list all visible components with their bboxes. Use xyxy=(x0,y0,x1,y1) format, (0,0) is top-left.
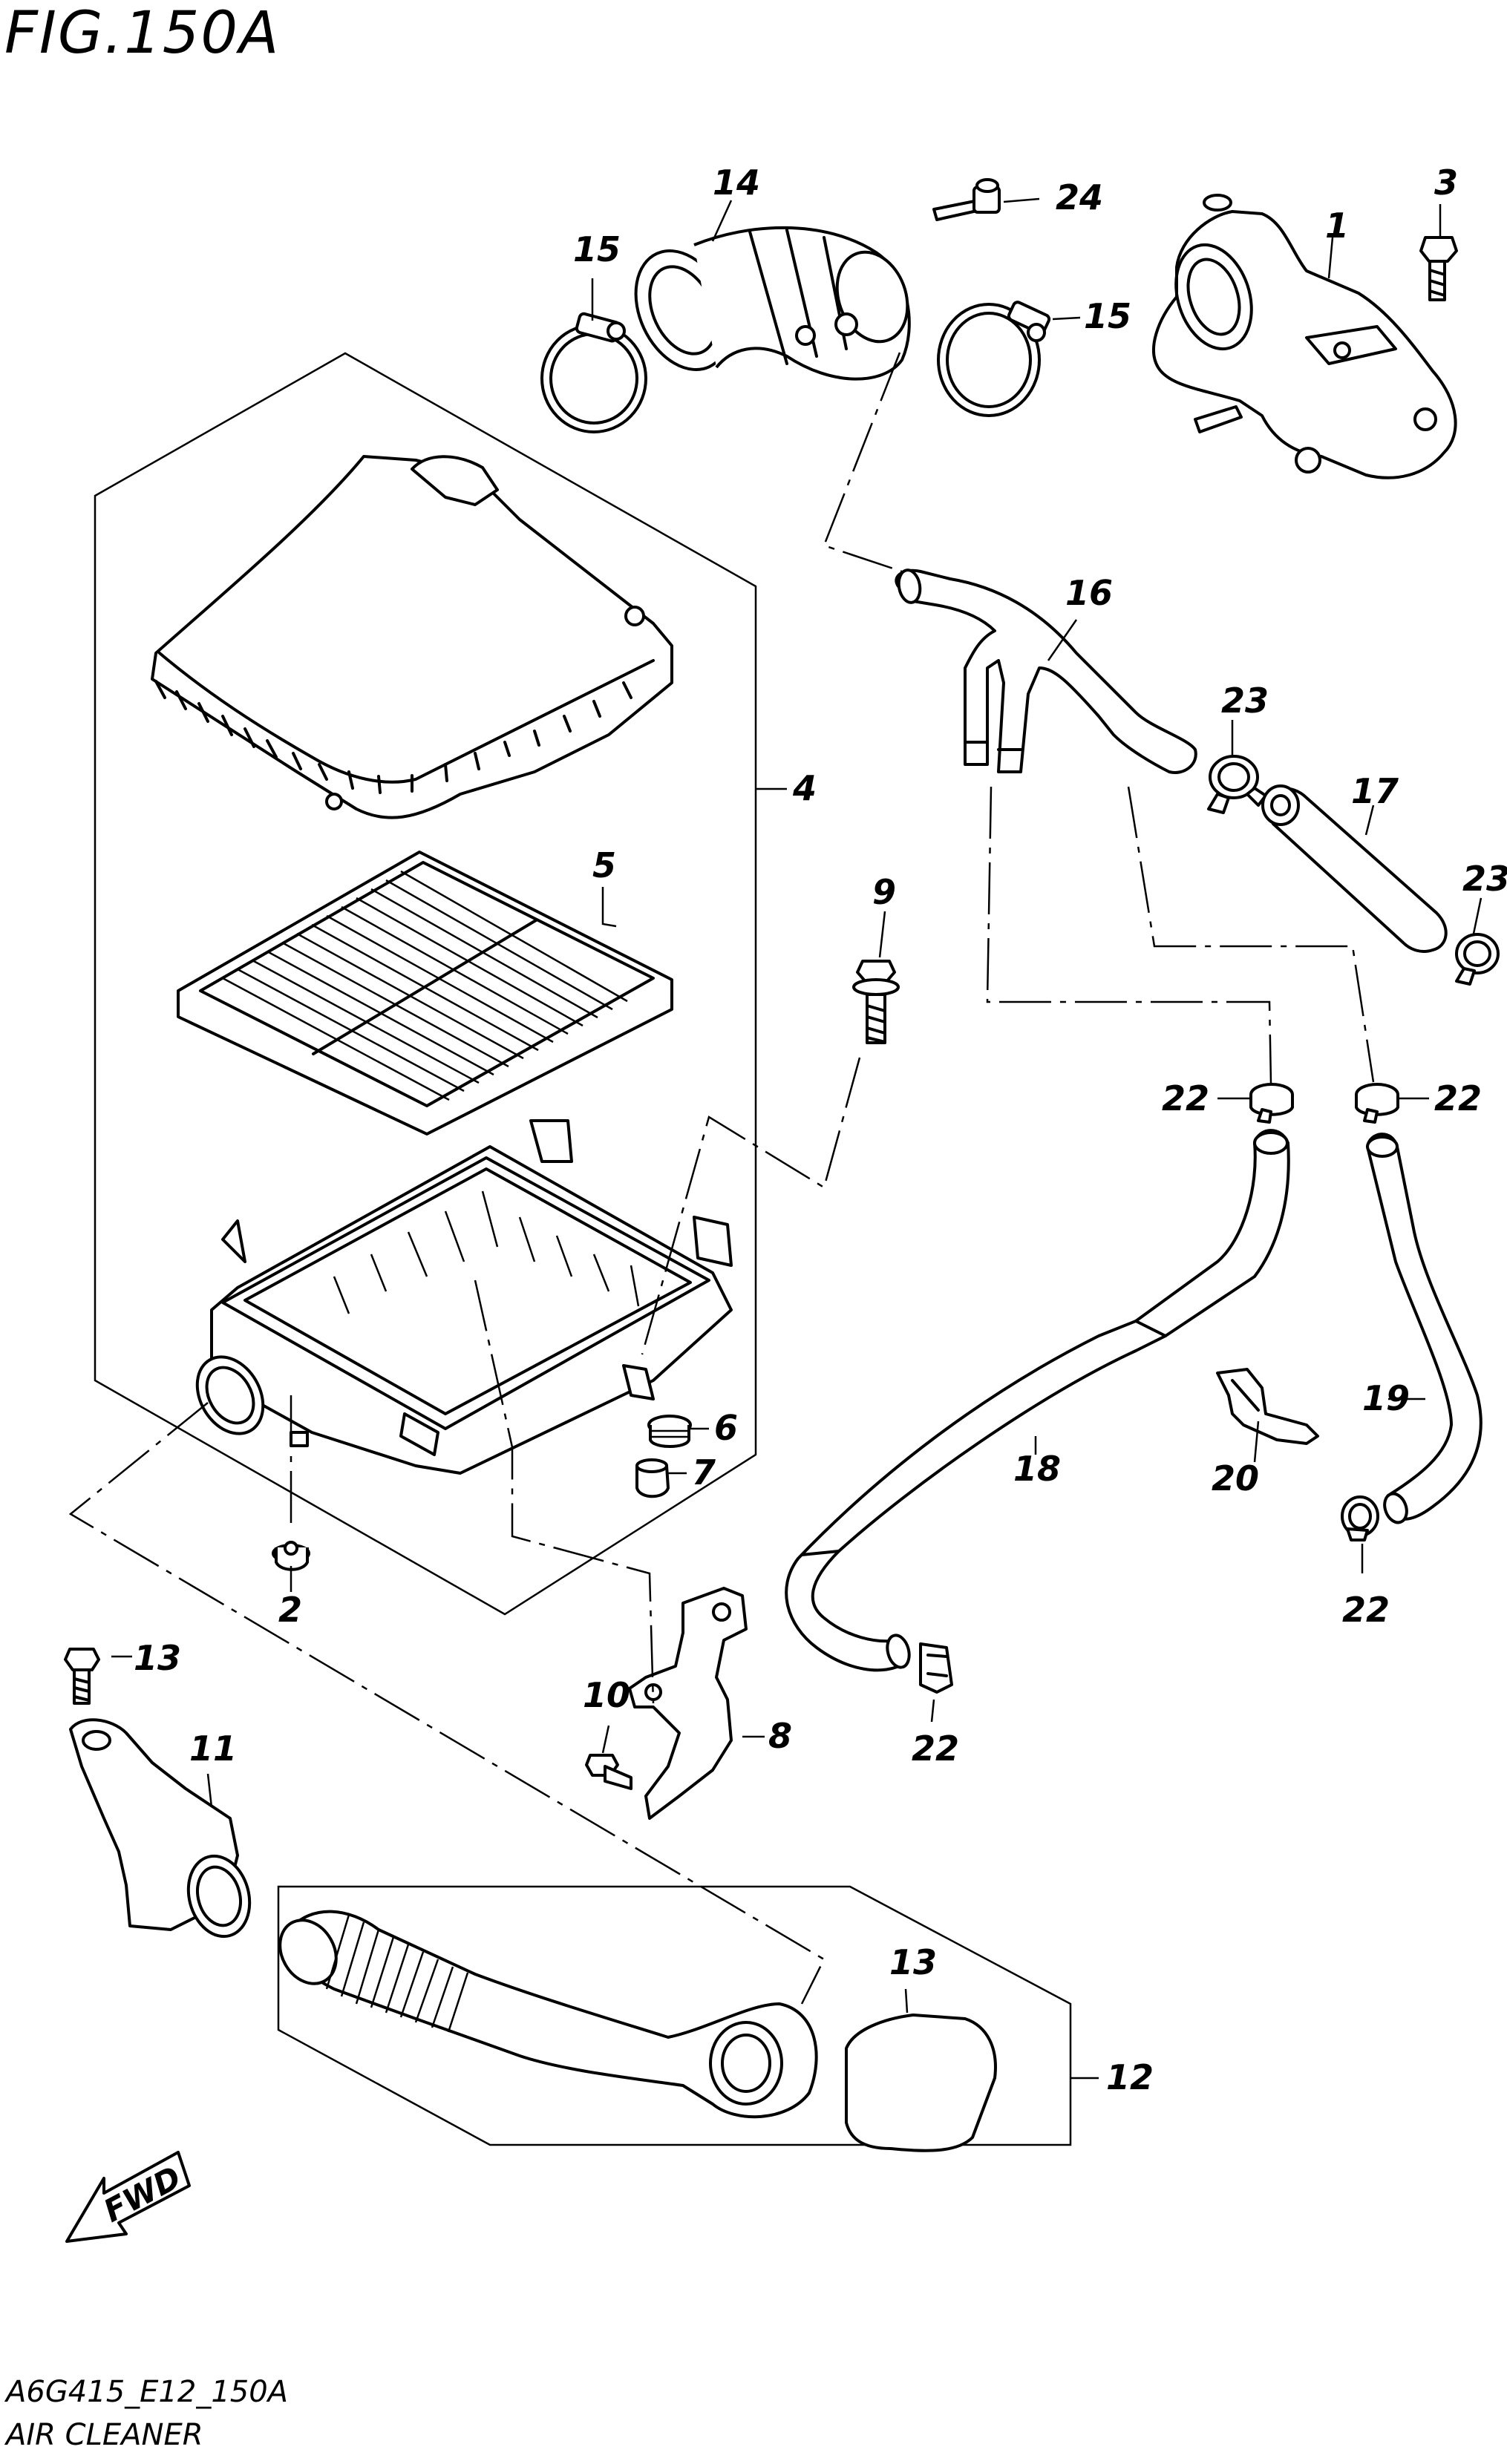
pad-13 xyxy=(845,2014,997,2152)
callout-20: 19 xyxy=(1362,1378,1410,1418)
intake-pipe-14 xyxy=(634,226,911,381)
callout-23-lower: 23 xyxy=(1462,859,1507,899)
screw-9 xyxy=(852,960,900,1044)
callout-2: 2 xyxy=(278,1590,302,1630)
callout-21: 20 xyxy=(1212,1458,1259,1498)
callout-4: 4 xyxy=(792,768,817,808)
sensor-24 xyxy=(932,178,1001,221)
hose-clamp-22-a xyxy=(1249,1083,1294,1124)
fwd-arrow: FWD xyxy=(65,2151,191,2243)
bolt-10 xyxy=(585,1754,632,1790)
hose-clamp-22-b xyxy=(1355,1083,1399,1124)
section-name: AIR CLEANER xyxy=(6,2418,203,2452)
air-cleaner-cover-4 xyxy=(151,455,673,819)
manifold-1 xyxy=(1152,194,1457,479)
callout-22-a: 22 xyxy=(1162,1078,1209,1118)
callout-15-left: 15 xyxy=(573,229,621,269)
callout-24: 24 xyxy=(1056,177,1103,217)
bolt-16 xyxy=(64,1648,100,1705)
callout-18: 17 xyxy=(1351,771,1399,811)
callout-8: 8 xyxy=(768,1716,792,1756)
hose-18 xyxy=(1261,784,1448,953)
callouts: 14 1 3 24 15 15 16 23 17 23 4 5 9 22 22 … xyxy=(134,163,1507,2097)
hose-clamp-23-lower xyxy=(1455,933,1500,986)
fwd-label: FWD xyxy=(98,2159,187,2229)
callout-15-right: 15 xyxy=(1084,296,1131,336)
callout-22-d: 22 xyxy=(1342,1590,1390,1630)
hose-19 xyxy=(785,1129,1290,1672)
hose-clamp-15-left xyxy=(540,312,647,433)
hose-clamp-22-c xyxy=(919,1642,953,1694)
callout-23-upper: 23 xyxy=(1221,681,1269,721)
hose-20 xyxy=(1366,1133,1483,1524)
bolt-3 xyxy=(1419,236,1458,301)
bracket-21 xyxy=(1216,1368,1319,1445)
callout-19: 18 xyxy=(1013,1449,1061,1489)
assembly-4-group-outline xyxy=(94,352,757,1616)
callout-13: 13 xyxy=(889,1942,937,1982)
callout-17: 16 xyxy=(1065,573,1113,613)
hose-clamp-23-upper xyxy=(1207,755,1267,814)
drawing-code: A6G415_E12_150A xyxy=(6,2375,289,2409)
intake-duct-11 xyxy=(69,1718,252,1939)
air-filter-element-5 xyxy=(177,851,673,1136)
callout-22-b: 22 xyxy=(1434,1078,1482,1118)
connector-lines xyxy=(68,352,1375,2005)
callout-11: 11 xyxy=(189,1729,237,1769)
callout-12: 12 xyxy=(1106,2057,1154,2097)
callout-1: 1 xyxy=(1325,206,1349,246)
pcv-pipe-17 xyxy=(895,569,1197,774)
callout-7: 7 xyxy=(692,1452,716,1493)
callout-3: 3 xyxy=(1434,163,1458,203)
callout-14: 14 xyxy=(713,163,760,203)
nut-2 xyxy=(272,1541,310,1571)
callout-5: 5 xyxy=(592,845,616,885)
hose-clamp-15-right xyxy=(937,301,1051,417)
callout-9: 9 xyxy=(872,872,896,912)
grommet-7 xyxy=(635,1458,670,1498)
leader-lines xyxy=(111,197,1483,2080)
air-cleaner-case xyxy=(195,1119,733,1475)
bracket-8 xyxy=(628,1587,748,1820)
figure-title: FIG.150A xyxy=(4,0,281,67)
callout-10: 10 xyxy=(583,1675,630,1715)
assembly-12-group-outline xyxy=(277,1885,1072,2146)
hose-clamp-22-d xyxy=(1341,1495,1379,1541)
callout-22-c: 22 xyxy=(912,1729,959,1769)
callout-16: 13 xyxy=(134,1638,181,1678)
callout-6: 6 xyxy=(714,1408,738,1448)
grommet-6 xyxy=(647,1415,692,1448)
intake-hose-12 xyxy=(278,1910,818,2119)
